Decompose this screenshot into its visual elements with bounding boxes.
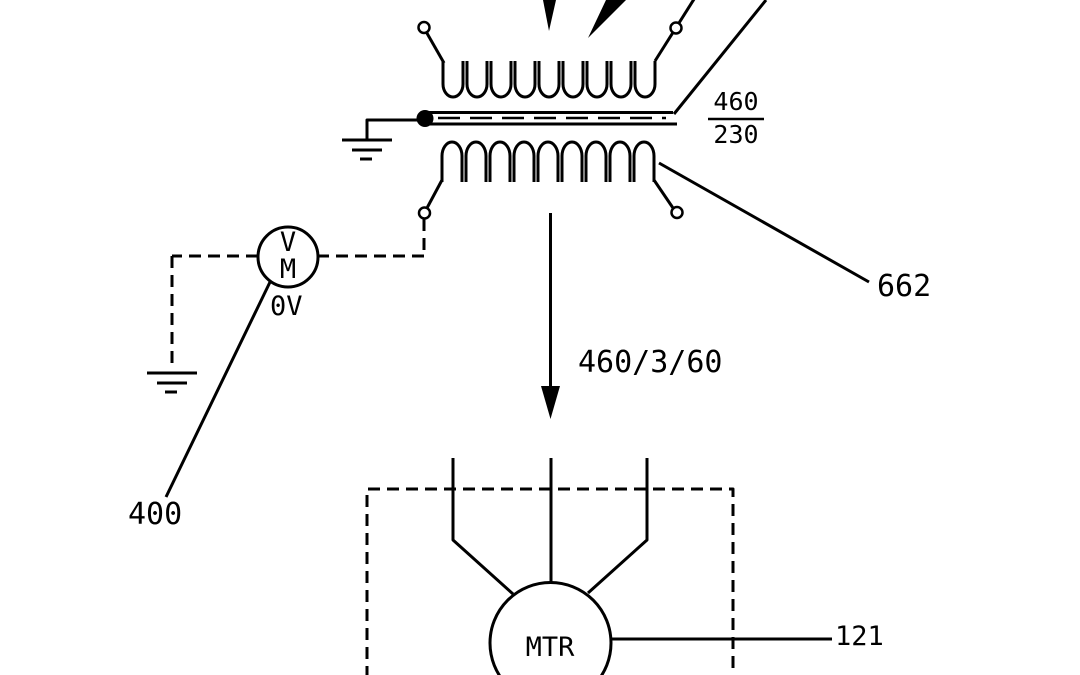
- voltmeter-circle: [256, 225, 320, 289]
- voltmeter-circuit: [147, 219, 426, 498]
- surge-arrow-down-icon: [543, 0, 556, 31]
- voltmeter-ground-symbol: [147, 371, 197, 394]
- ratio-leader-line: [672, 0, 768, 115]
- motor-lead-wires: [451, 458, 649, 596]
- surge-arrow-slant-icon: [588, 0, 626, 38]
- ratio-top-label: 460: [713, 87, 759, 116]
- supply-feed-arrow: [541, 213, 560, 419]
- secondary-terminal-right: [670, 205, 684, 220]
- ref-662-label: 662: [877, 269, 932, 304]
- transformer-core: [416, 110, 677, 127]
- ref-121-label: 121: [835, 621, 884, 652]
- core-ground-symbol: [342, 118, 424, 161]
- voltmeter-letter-m: M: [279, 254, 297, 285]
- secondary-terminal-left: [417, 206, 432, 220]
- transformer-primary-winding: [417, 0, 696, 99]
- motor-label: MTR: [525, 632, 575, 663]
- motor-assembly: [365, 458, 832, 675]
- down-arrowhead-icon: [541, 386, 560, 419]
- ratio-bottom-label: 230: [713, 120, 759, 149]
- supply-rating-label: 460/3/60: [578, 345, 723, 380]
- ref-662-leader-line: [658, 161, 870, 284]
- voltmeter-reading-label: 0V: [270, 291, 303, 322]
- ref-400-label: 400: [128, 497, 183, 532]
- primary-terminal-right: [669, 21, 683, 35]
- primary-terminal-left: [417, 20, 431, 35]
- voltmeter-letter-v: V: [279, 227, 297, 258]
- transformer-secondary-winding: [417, 140, 684, 220]
- ref-400-leader-line: [164, 279, 273, 498]
- motor-circle: [488, 581, 613, 675]
- core-ground-junction-dot: [416, 110, 434, 127]
- incoming-surge-arrows: [543, 0, 626, 38]
